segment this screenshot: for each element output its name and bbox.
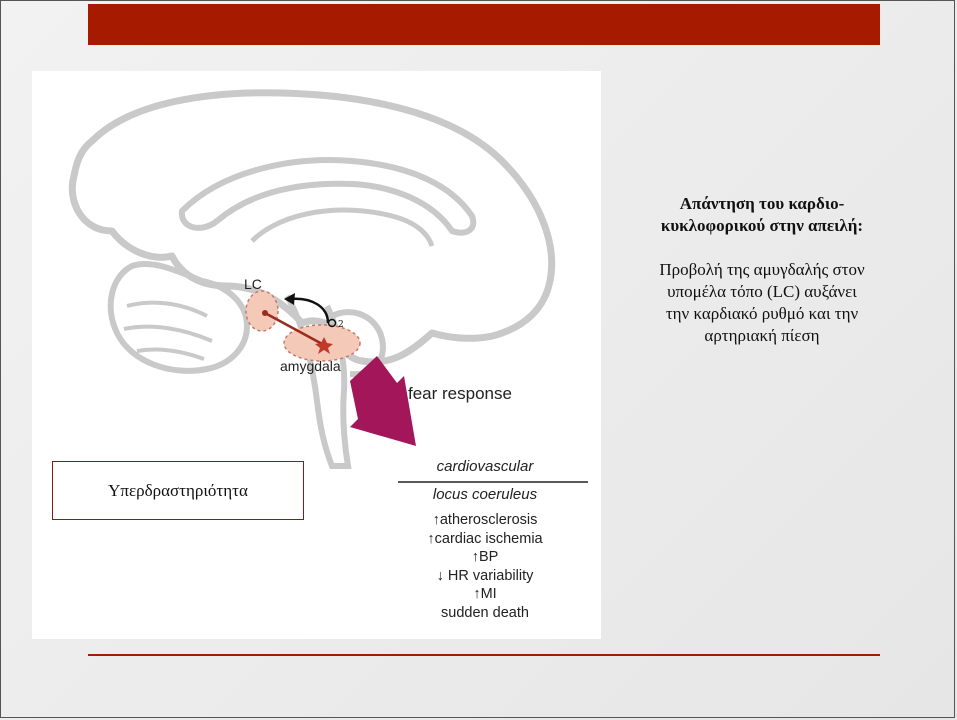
title-bar bbox=[88, 4, 880, 45]
corpus-callosum bbox=[178, 157, 477, 236]
up-arrow-icon: ↑ bbox=[471, 549, 479, 565]
bottom-rule bbox=[88, 654, 880, 656]
lc-dot bbox=[262, 310, 268, 316]
explanation-panel: Απάντηση του καρδιο- κυκλοφορικού στην α… bbox=[618, 193, 906, 347]
amygdala-lc-projection bbox=[264, 311, 325, 347]
lc-label: LC bbox=[244, 276, 262, 292]
effect-item: ↑cardiac ischemia bbox=[427, 530, 543, 547]
brain-diagram: 2 bbox=[68, 89, 588, 483]
explanation-heading: Απάντηση του καρδιο- κυκλοφορικού στην α… bbox=[660, 194, 864, 235]
fornix bbox=[250, 207, 435, 247]
effects-list: ↑atherosclerosis ↑cardiac ischemia ↑BP ↓… bbox=[400, 511, 570, 622]
effect-item: ↑MI bbox=[473, 586, 497, 602]
cardiovascular-label: cardiovascular bbox=[436, 458, 534, 475]
lc-nucleus bbox=[245, 290, 279, 332]
feedback-arrowhead bbox=[284, 293, 295, 305]
up-arrow-icon: ↑ bbox=[432, 512, 440, 528]
amygdala-label: amygdala bbox=[280, 358, 341, 374]
fear-arrow bbox=[350, 356, 416, 446]
alpha-label: 2 bbox=[338, 320, 344, 330]
effect-item: sudden death bbox=[441, 604, 529, 621]
fear-response-label: fear response bbox=[408, 384, 512, 403]
down-arrow-icon: ↓ bbox=[436, 567, 444, 584]
feedback-arrow bbox=[289, 297, 330, 324]
locus-coeruleus-label: locus coeruleus bbox=[432, 486, 538, 503]
alpha-receptor bbox=[327, 318, 337, 328]
cerebellum-folia bbox=[123, 300, 213, 361]
effect-item: ↑BP bbox=[471, 549, 499, 565]
brain-outline bbox=[68, 89, 556, 366]
hyperactivity-text: Υπερδραστηριότητα bbox=[108, 480, 248, 500]
cerebellum bbox=[107, 260, 251, 374]
effect-item: ↓ HR variability bbox=[436, 567, 534, 584]
effect-item: ↑atherosclerosis bbox=[432, 512, 538, 528]
explanation-body: Προβολή της αμυγδαλής στον υπομέλα τόπο … bbox=[659, 260, 865, 345]
up-arrow-icon: ↑ bbox=[427, 530, 435, 547]
amygdala-star bbox=[315, 337, 333, 354]
brain-figure: 2 LC amygdala fear response cardiovascul… bbox=[32, 71, 601, 639]
hyperactivity-callout: Υπερδραστηριότητα bbox=[52, 461, 304, 520]
up-arrow-icon: ↑ bbox=[473, 586, 481, 602]
